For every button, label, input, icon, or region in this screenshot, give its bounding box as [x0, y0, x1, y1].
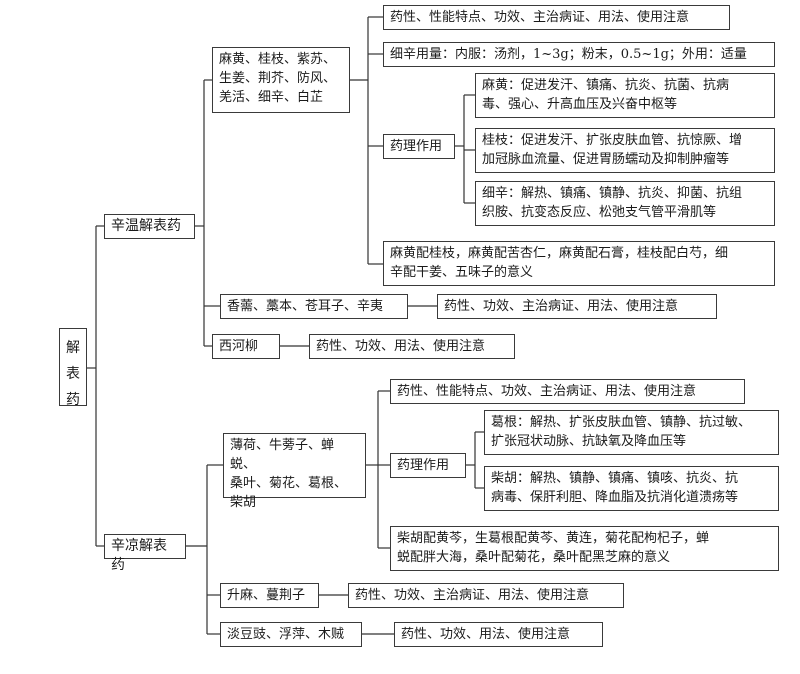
warm-pharm-label: 药理作用	[383, 134, 455, 159]
cool-pairs: 柴胡配黄芩，生葛根配黄芩、黄连，菊花配枸杞子，蝉 蜕配胖大海，桑叶配菊花，桑叶配…	[390, 526, 779, 571]
warm-group1-props: 药性、性能特点、功效、主治病证、用法、使用注意	[383, 5, 730, 30]
warm-xixin-dosage: 细辛用量：内服：汤剂，1~3g；粉末，0.5~1g；外用：适量	[383, 42, 775, 67]
warm-group3: 西河柳	[212, 334, 280, 359]
warm-group1: 麻黄、桂枝、紫苏、 生姜、荆芥、防风、 羌活、细辛、白芷	[212, 47, 350, 113]
warm-pharm-mahuang: 麻黄：促进发汗、镇痛、抗炎、抗菌、抗病 毒、强心、升高血压及兴奋中枢等	[475, 73, 775, 118]
cool-group1-props: 药性、性能特点、功效、主治病证、用法、使用注意	[390, 379, 745, 404]
cool-group3: 淡豆豉、浮萍、木贼	[220, 622, 362, 647]
cool-pharm-gegen: 葛根：解热、扩张皮肤血管、镇静、抗过敏、 扩张冠状动脉、抗缺氧及降血压等	[484, 410, 779, 455]
cool-group2: 升麻、蔓荆子	[220, 583, 319, 608]
cool-group3-props: 药性、功效、用法、使用注意	[394, 622, 603, 647]
warm-group2: 香薷、藁本、苍耳子、辛夷	[220, 294, 408, 319]
warm-group2-props: 药性、功效、主治病证、用法、使用注意	[437, 294, 717, 319]
cool-category: 辛凉解表药	[104, 534, 186, 573]
cool-group2-props: 药性、功效、主治病证、用法、使用注意	[348, 583, 624, 608]
warm-pairs: 麻黄配桂枝，麻黄配苦杏仁，麻黄配石膏，桂枝配白芍，细 辛配干姜、五味子的意义	[383, 241, 775, 286]
root-node: 解 表 药	[59, 328, 87, 408]
cool-pharm-label: 药理作用	[390, 453, 466, 478]
cool-pharm-chaihu: 柴胡：解热、镇静、镇痛、镇咳、抗炎、抗 病毒、保肝利胆、降血脂及抗消化道溃疡等	[484, 466, 779, 511]
warm-pharm-guizhi: 桂枝：促进发汗、扩张皮肤血管、抗惊厥、增 加冠脉血流量、促进胃肠蠕动及抑制肿瘤等	[475, 128, 775, 173]
warm-category: 辛温解表药	[104, 214, 195, 239]
cool-group1: 薄荷、牛蒡子、蝉蜕、 桑叶、菊花、葛根、 柴胡	[223, 433, 366, 510]
warm-pharm-xixin: 细辛：解热、镇痛、镇静、抗炎、抑菌、抗组 织胺、抗变态反应、松弛支气管平滑肌等	[475, 181, 775, 226]
warm-group3-props: 药性、功效、用法、使用注意	[309, 334, 515, 359]
